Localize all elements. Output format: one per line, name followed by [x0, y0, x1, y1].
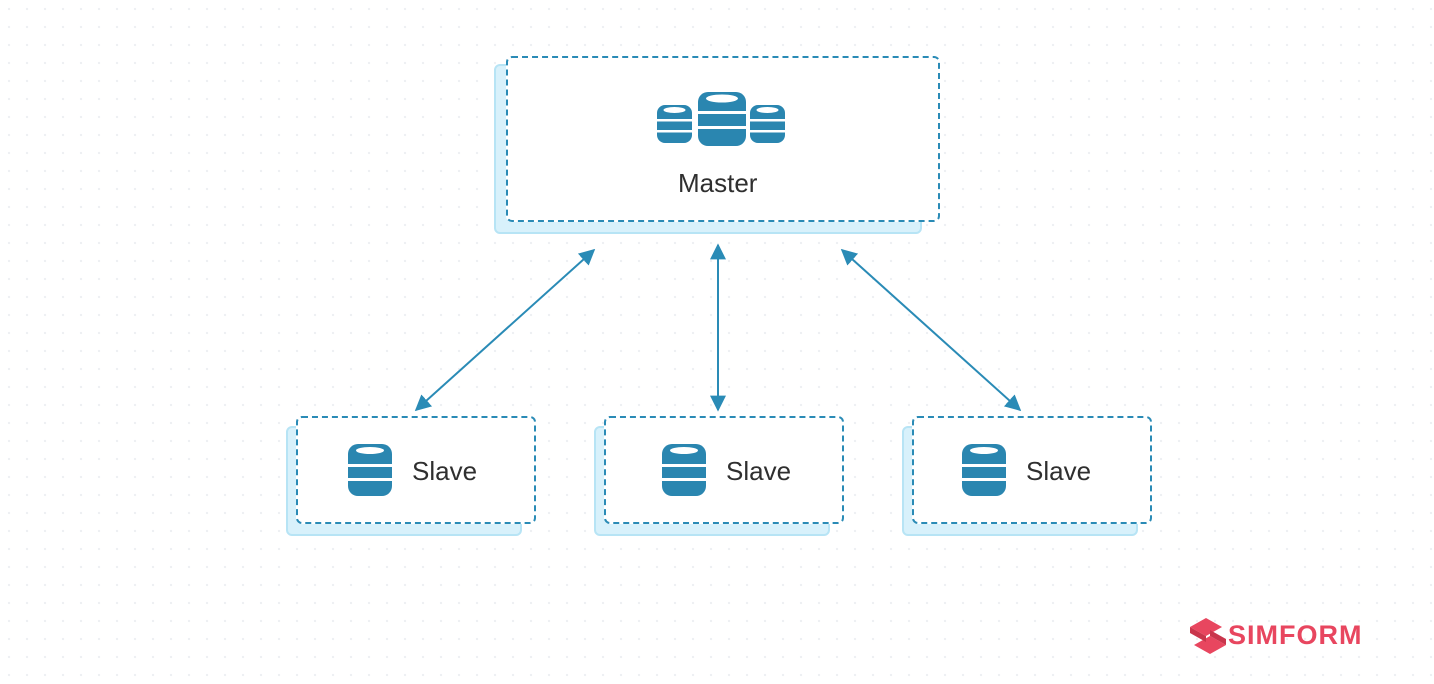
database-icon [348, 444, 392, 496]
simform-logo-icon [1190, 618, 1226, 654]
slave-node-card [912, 416, 1152, 524]
database-cluster-icon [657, 92, 785, 146]
slave-node-1[interactable]: Slave [286, 416, 536, 538]
database-icon [962, 444, 1006, 496]
slave-node-card [604, 416, 844, 524]
slave-label: Slave [1026, 456, 1092, 486]
master-node[interactable]: Master [494, 56, 940, 236]
connector-master-slave-1 [414, 248, 596, 412]
database-icon [662, 444, 706, 496]
connector-master-slave-3 [840, 248, 1022, 412]
slave-node-2[interactable]: Slave [594, 416, 844, 538]
slave-label: Slave [412, 456, 478, 486]
master-label: Master [678, 168, 758, 198]
slave-label: Slave [726, 456, 792, 486]
slave-node-3[interactable]: Slave [902, 416, 1152, 538]
slave-node-card [296, 416, 536, 524]
brand-name: SIMFORM [1228, 620, 1363, 650]
